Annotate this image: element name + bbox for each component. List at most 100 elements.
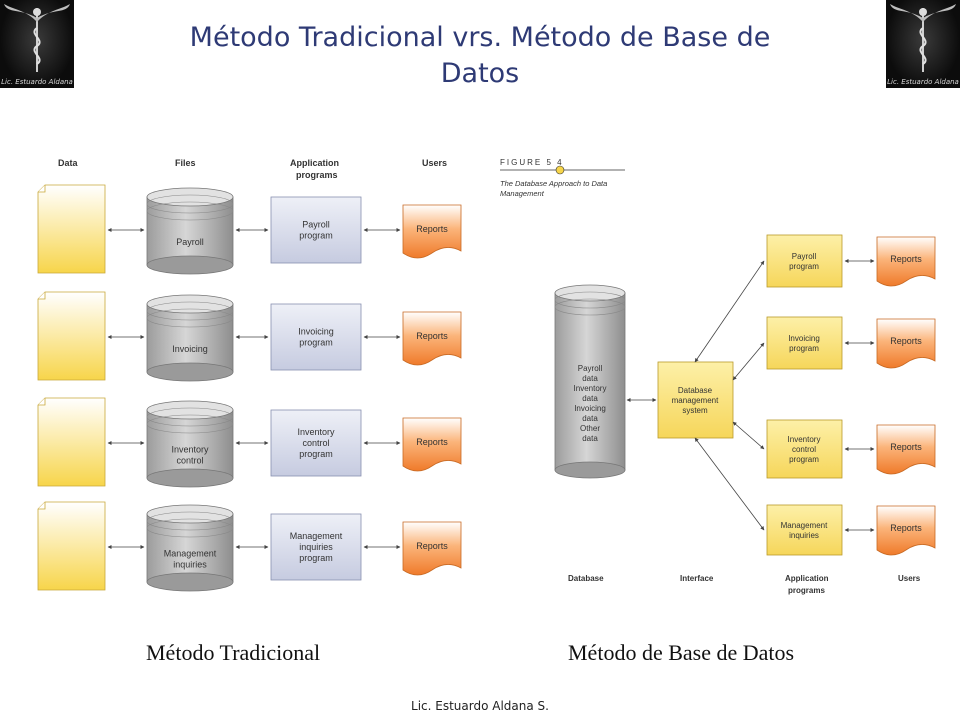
file-label: Invoicing xyxy=(172,344,208,354)
application-program-box xyxy=(270,409,362,477)
program-label: Management xyxy=(290,531,343,541)
file-label: Payroll xyxy=(176,237,204,247)
cylinder-item: data xyxy=(582,434,598,443)
figure-caption-1: The Database Approach to Data xyxy=(500,179,607,188)
report-document xyxy=(402,311,462,366)
dbms-box xyxy=(657,361,734,439)
file-label: inquiries xyxy=(173,560,207,570)
traditional-row: InventorycontrolInventorycontrolprogramR… xyxy=(37,397,462,488)
title-line-1: Método Tradicional vrs. Método de Base d… xyxy=(189,22,771,53)
report-label: Reports xyxy=(416,331,448,341)
report-label: Reports xyxy=(416,541,448,551)
data-document xyxy=(37,397,106,487)
caduceus-icon xyxy=(4,4,70,72)
figure-dot xyxy=(555,165,565,175)
file-cylinder-body xyxy=(146,409,234,479)
db-program-label: inquiries xyxy=(789,531,819,540)
db-program-label: Inventory xyxy=(788,435,821,444)
comparison-diagram: Data Files Application programs Users Pa… xyxy=(37,158,936,595)
dbms-program-arrow xyxy=(694,437,765,531)
report-label: Reports xyxy=(416,437,448,447)
caption-traditional: Método Tradicional xyxy=(146,640,321,665)
cylinder-item: data xyxy=(582,394,598,403)
page-title: Método Tradicional vrs. Método de Base d… xyxy=(100,20,860,92)
cylinder-item: Invoicing xyxy=(574,404,606,413)
program-label: Inventory xyxy=(297,427,335,437)
dbms-program-arrow xyxy=(732,342,765,381)
report-label: Reports xyxy=(890,254,922,264)
label-users: Users xyxy=(898,574,921,583)
file-cylinder-ring xyxy=(146,308,234,328)
database-cylinder xyxy=(554,284,626,479)
data-document-fold xyxy=(38,398,46,406)
file-cylinder-body xyxy=(146,513,234,583)
file-label: Inventory xyxy=(171,445,209,455)
db-program-label: program xyxy=(789,262,819,271)
cylinder-item: Other xyxy=(580,424,600,433)
report-document xyxy=(876,318,936,369)
traditional-row: ManagementinquiriesManagementinquiriespr… xyxy=(37,501,462,592)
program-label: program xyxy=(299,338,333,348)
file-cylinder-top xyxy=(146,187,234,207)
application-program-box xyxy=(270,303,362,371)
header-files: Files xyxy=(175,158,196,168)
file-cylinder-ring xyxy=(146,511,234,531)
footer: Lic. Estuardo Aldana S. xyxy=(411,699,549,713)
file-cylinder-ring xyxy=(146,201,234,221)
file-cylinder-base xyxy=(146,255,234,275)
label-apps-2: programs xyxy=(788,586,825,595)
file-cylinder-body xyxy=(146,196,234,266)
report-label: Reports xyxy=(890,523,922,533)
file-cylinder-ring xyxy=(146,407,234,427)
file-cylinder-base xyxy=(146,362,234,382)
figure-caption-2: Management xyxy=(500,189,545,198)
logo-caption: Lic. Estuardo Aldana xyxy=(1,78,73,86)
program-label: program xyxy=(299,449,333,459)
header-apps: Application xyxy=(290,158,339,168)
file-cylinder-ring xyxy=(146,518,234,538)
report-label: Reports xyxy=(890,336,922,346)
application-program-box xyxy=(270,513,362,581)
data-document xyxy=(37,291,106,381)
program-label: inquiries xyxy=(299,542,333,552)
file-label: control xyxy=(176,456,203,466)
report-label: Reports xyxy=(416,224,448,234)
dbms-label: management xyxy=(672,396,719,405)
program-label: control xyxy=(302,438,329,448)
db-program-label: Payroll xyxy=(792,252,817,261)
file-cylinder-top xyxy=(146,294,234,314)
file-cylinder-top xyxy=(146,504,234,524)
logo-left: Lic. Estuardo Aldana xyxy=(0,0,74,88)
db-program-box xyxy=(766,234,843,288)
caduceus-icon xyxy=(890,4,956,72)
file-cylinder-ring xyxy=(146,301,234,321)
title-line-2: Datos xyxy=(440,58,520,89)
file-cylinder-ring xyxy=(146,414,234,434)
file-cylinder-ring xyxy=(146,194,234,214)
file-label: Management xyxy=(164,549,217,559)
header-apps-2: programs xyxy=(296,170,338,180)
dbms-label: system xyxy=(682,406,708,415)
db-program-label: control xyxy=(792,445,816,454)
db-program-label: Management xyxy=(781,521,828,530)
db-program-box xyxy=(766,419,843,479)
data-document xyxy=(37,501,106,591)
logo-right: Lic. Estuardo Aldana xyxy=(886,0,960,88)
program-label: program xyxy=(299,553,333,563)
file-cylinder-base xyxy=(146,572,234,592)
cylinder-item: Payroll xyxy=(578,364,603,373)
application-program-box xyxy=(270,196,362,264)
db-program-box xyxy=(766,504,843,556)
file-cylinder-base xyxy=(146,468,234,488)
report-label: Reports xyxy=(890,442,922,452)
cylinder-item: Inventory xyxy=(574,384,607,393)
program-label: Payroll xyxy=(302,220,330,230)
db-program-label: Invoicing xyxy=(788,334,820,343)
db-program-box xyxy=(766,316,843,370)
file-cylinder-top xyxy=(146,400,234,420)
